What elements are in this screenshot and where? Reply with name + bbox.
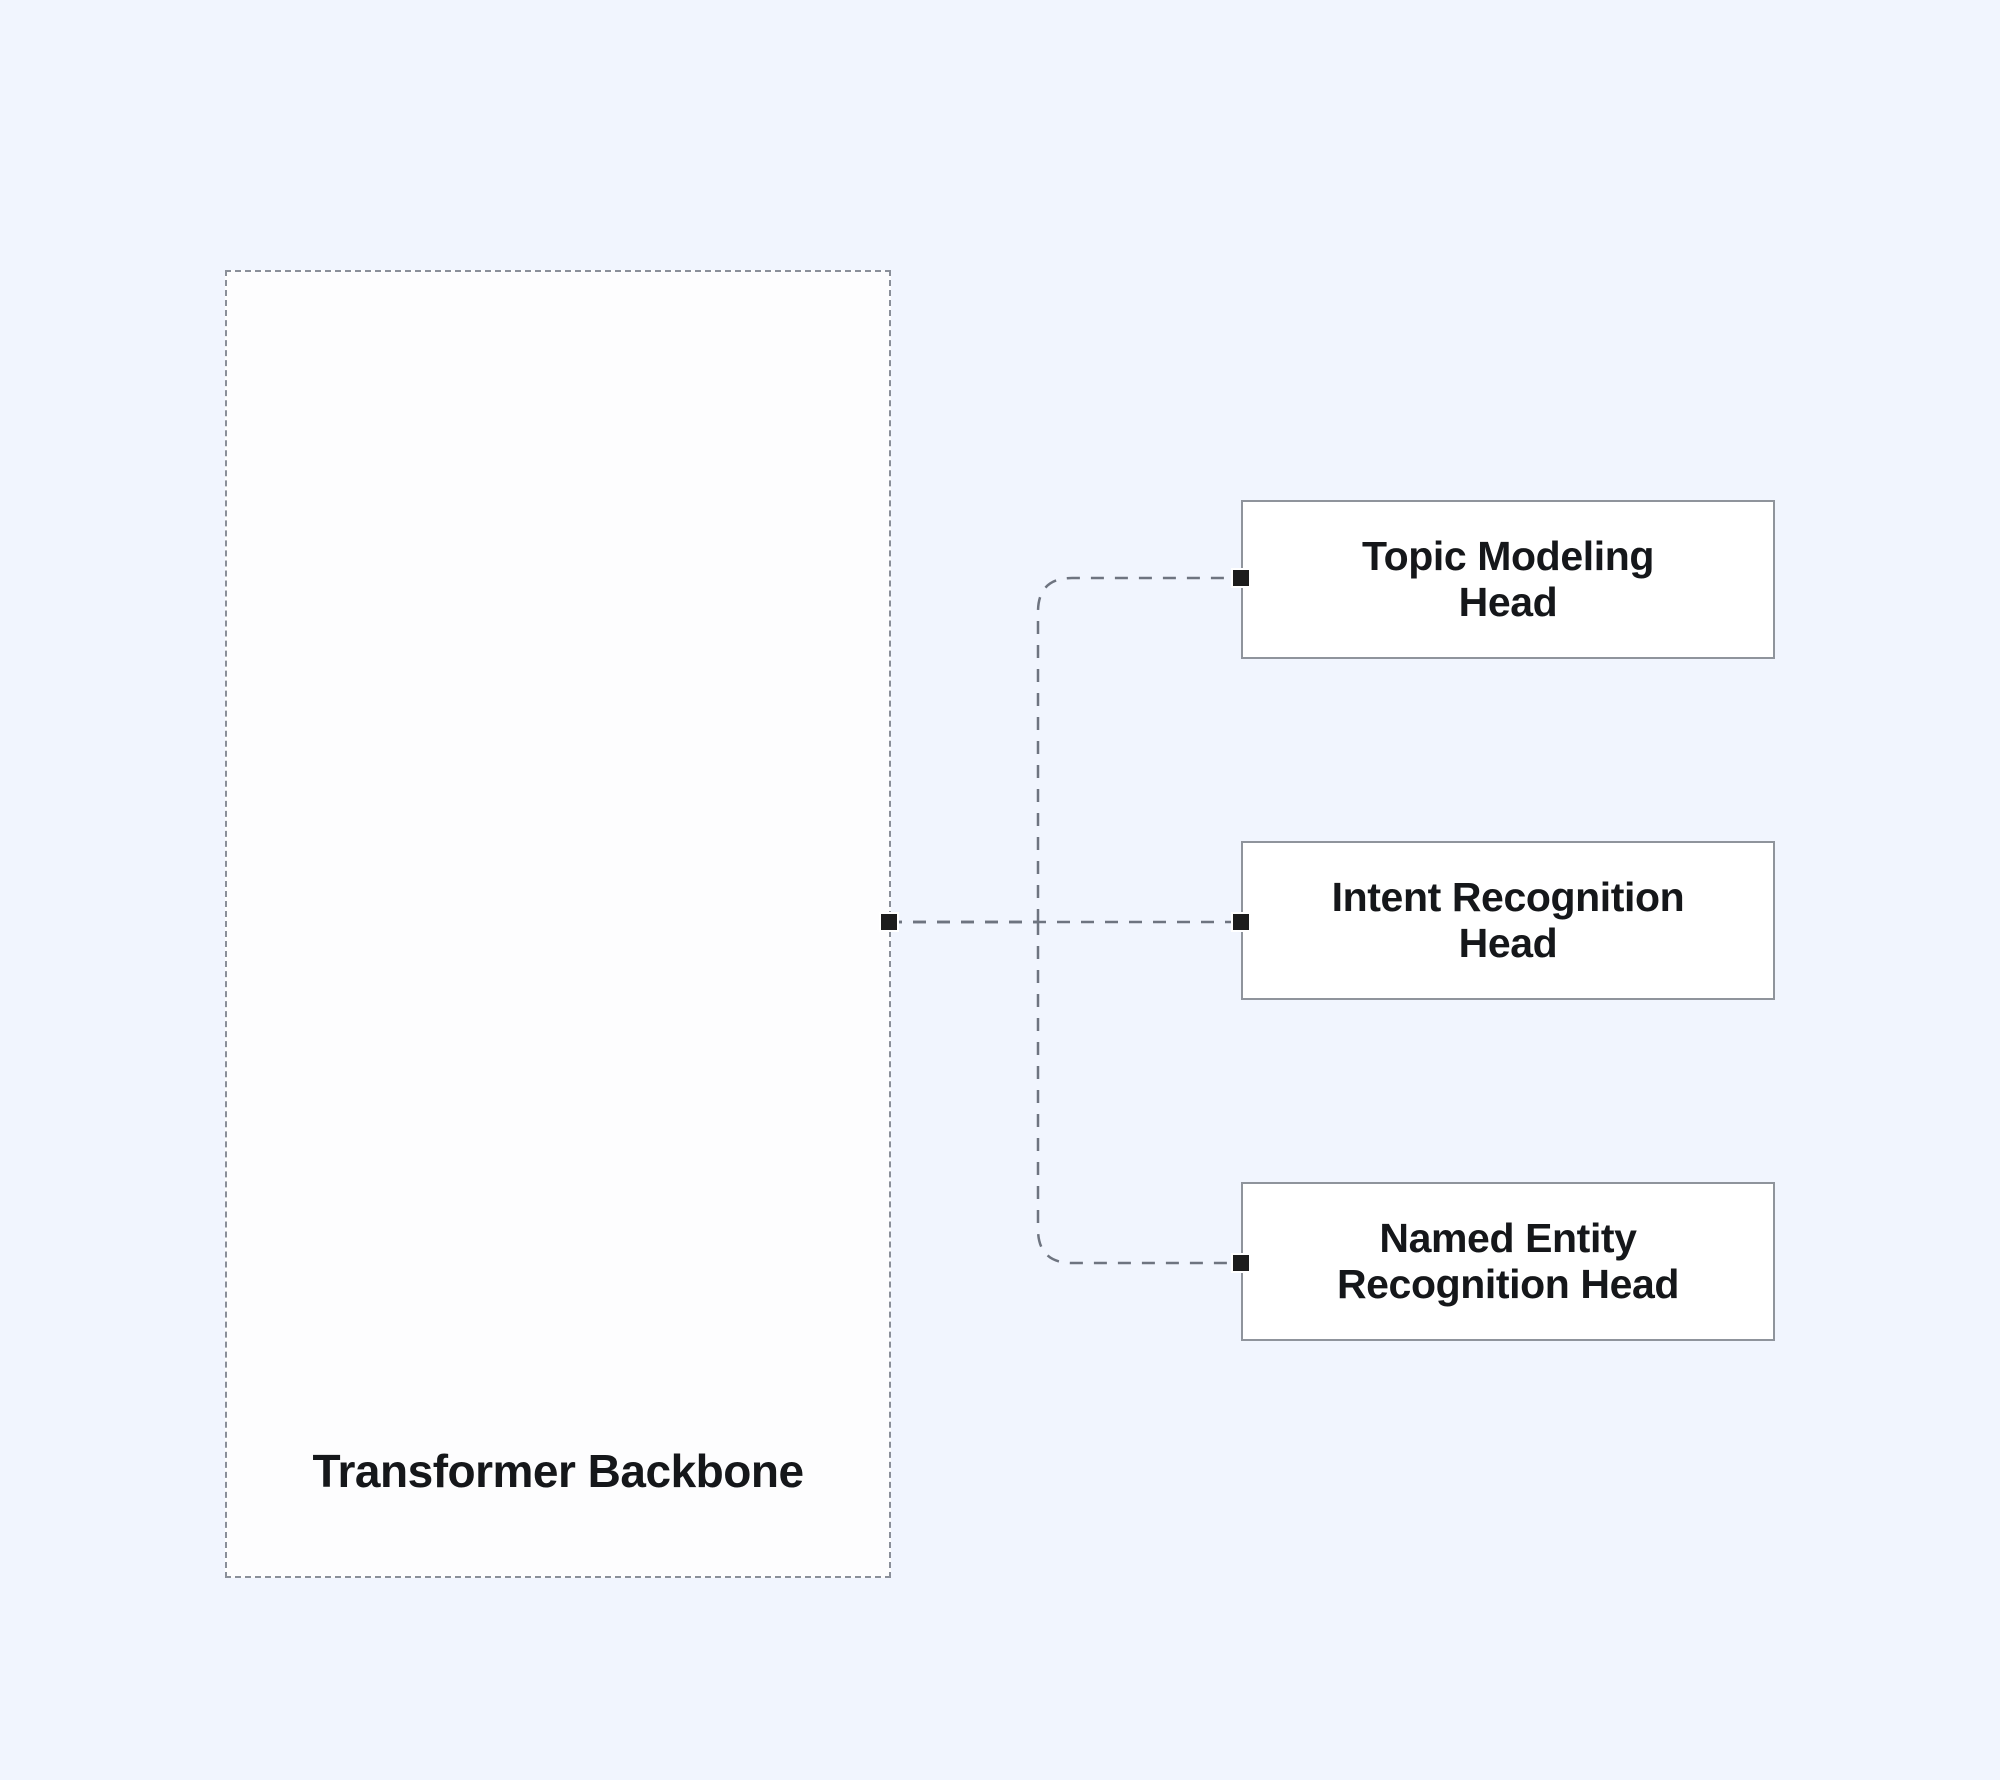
head-label-line1: Intent Recognition	[1331, 873, 1685, 920]
connector-to-head-0	[889, 576, 1239, 924]
head-label-line1: Named Entity	[1379, 1214, 1637, 1261]
connector-to-head-2	[889, 920, 1239, 1265]
intent-recognition-head-label: Intent Recognition Head	[1331, 873, 1685, 967]
head-label-line2: Recognition Head	[1336, 1260, 1680, 1307]
head-label-line2: Head	[1458, 578, 1558, 625]
head-label-line1: Topic Modeling	[1362, 532, 1654, 579]
intent-recognition-head-box[interactable]: Intent Recognition Head	[1241, 841, 1775, 1000]
topic-modeling-head-input-port[interactable]	[1231, 568, 1251, 588]
named-entity-recognition-head-label: Named Entity Recognition Head	[1336, 1214, 1680, 1308]
backbone-output-port[interactable]	[879, 912, 899, 932]
named-entity-recognition-head-input-port[interactable]	[1231, 1253, 1251, 1273]
head-connector-lines	[889, 576, 1239, 1265]
named-entity-recognition-head-box[interactable]: Named Entity Recognition Head	[1241, 1182, 1775, 1341]
transformer-backbone-group	[225, 270, 891, 1578]
intent-recognition-head-input-port[interactable]	[1231, 912, 1251, 932]
backbone-caption: Transformer Backbone	[312, 1445, 804, 1497]
topic-modeling-head-label: Topic Modeling Head	[1362, 532, 1654, 626]
topic-modeling-head-box[interactable]: Topic Modeling Head	[1241, 500, 1775, 659]
head-label-line2: Head	[1458, 919, 1558, 966]
